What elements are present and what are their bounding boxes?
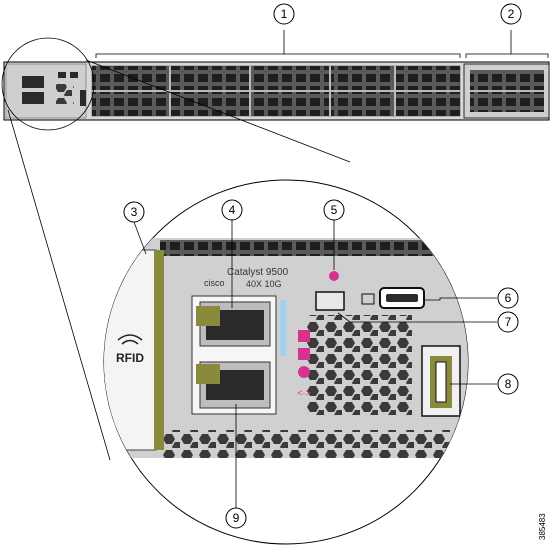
svg-text:5: 5 [331, 203, 338, 217]
switch-chassis [3, 61, 550, 121]
magnified-view: <·> cisco Catalyst 9500 40X 10G RFID [103, 179, 469, 545]
callout-2: 2 [500, 3, 522, 25]
callout-bracket-1 [95, 30, 461, 58]
callout-8: 8 [497, 373, 519, 395]
svg-text:3: 3 [131, 205, 138, 219]
svg-text:4: 4 [229, 203, 236, 217]
callout-bracket-2 [465, 30, 549, 58]
rfid-label: RFID [116, 351, 144, 365]
cisco-logo: cisco [204, 278, 225, 288]
svg-text:6: 6 [505, 291, 512, 305]
model-label: Catalyst 9500 [227, 267, 289, 278]
svg-text:8: 8 [505, 377, 512, 391]
callout-7: 7 [497, 311, 519, 333]
rfid-icon [117, 334, 143, 345]
callout-6: 6 [497, 287, 519, 309]
svg-text:1: 1 [281, 7, 288, 21]
callout-9: 9 [225, 507, 247, 529]
callout-1: 1 [273, 3, 295, 25]
ports-desc-label: 40X 10G [246, 279, 282, 289]
callout-5: 5 [323, 199, 345, 221]
svg-text:2: 2 [508, 7, 515, 21]
zoom-indicator [1, 37, 351, 461]
svg-text:9: 9 [233, 511, 240, 525]
callout-4: 4 [221, 199, 243, 221]
svg-text:<·>: <·> [297, 388, 311, 398]
svg-text:7: 7 [505, 315, 512, 329]
leader-lines [133, 219, 497, 508]
figure-id: 385483 [538, 513, 547, 540]
callout-3: 3 [123, 201, 145, 223]
